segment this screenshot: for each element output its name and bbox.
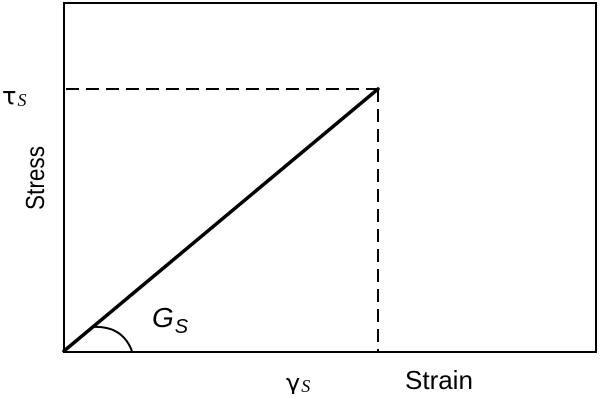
elastic-line: [62, 87, 380, 353]
plot-frame: [63, 2, 597, 353]
x-axis-title: Strain: [405, 365, 473, 394]
slope-angle-arc: [91, 325, 133, 352]
slope-g-label: GS: [152, 302, 189, 338]
tau-s-label: τS: [2, 82, 26, 110]
y-axis-title: Stress: [20, 146, 50, 210]
gamma-s-label: γS: [286, 369, 310, 394]
